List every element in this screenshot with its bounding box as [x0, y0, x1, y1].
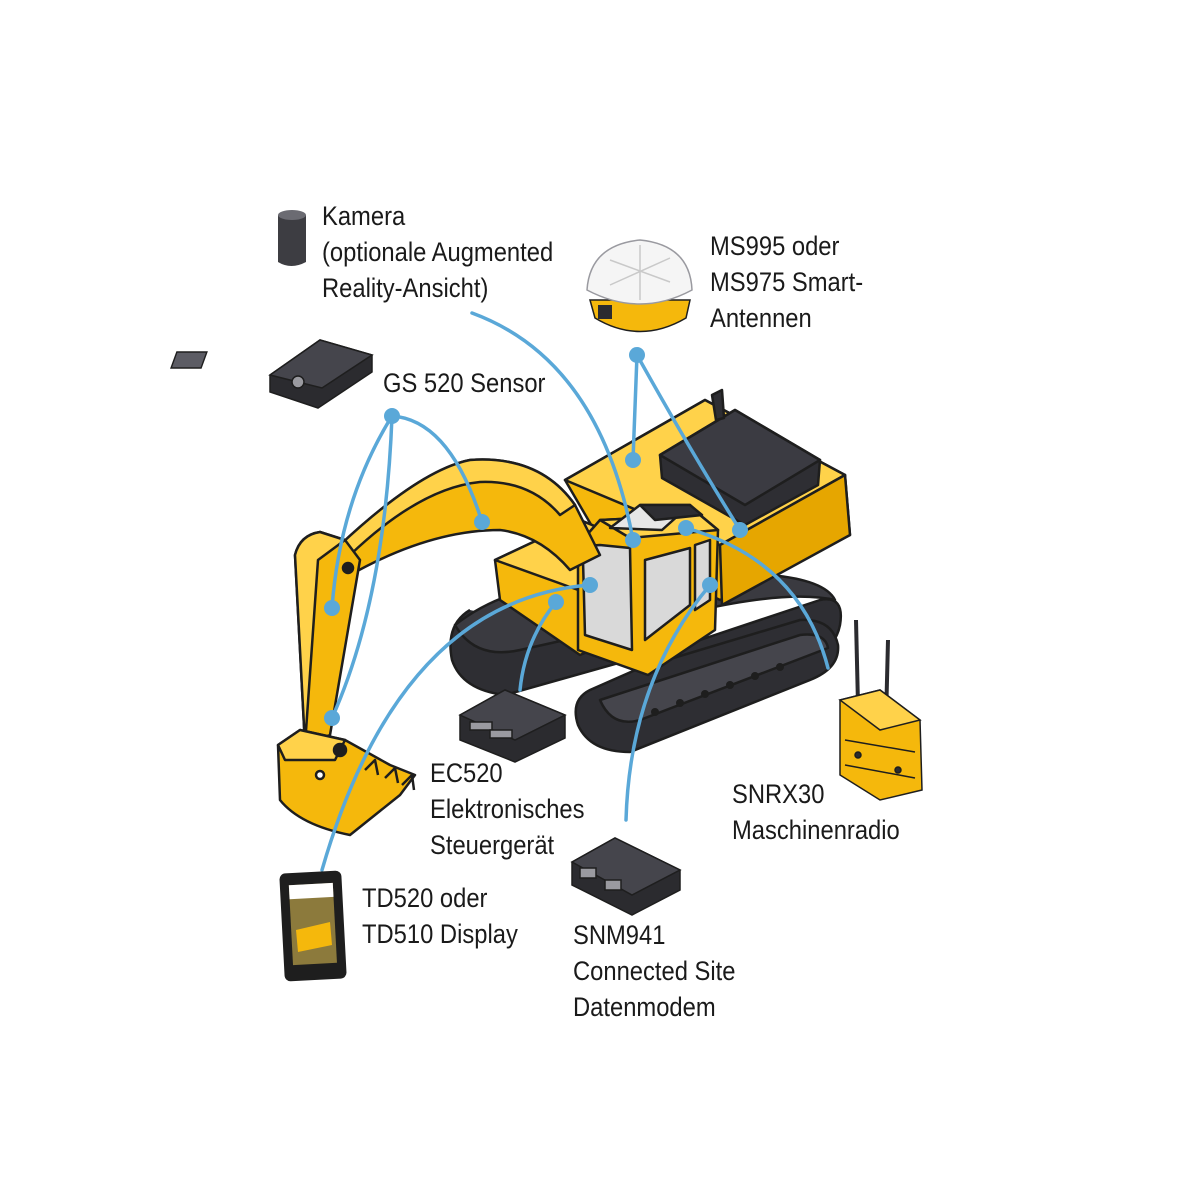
snm941-label: SNM941 Connected Site Datenmodem	[573, 917, 735, 1025]
ms995-label-line: Antennen	[710, 303, 812, 333]
td520-label: TD520 oder TD510 Display	[362, 880, 518, 952]
connector-lines	[320, 311, 830, 872]
td520-label-line: TD520 oder	[362, 883, 488, 913]
connector-dot	[625, 452, 641, 468]
gs520-label-line: GS 520 Sensor	[383, 368, 546, 398]
track-rollers	[651, 663, 784, 716]
snm941-label-line: Connected Site	[573, 956, 736, 986]
snrx30-label-line: Maschinenradio	[732, 815, 900, 845]
gnss-antenna-icon	[586, 239, 693, 333]
connector-dot	[702, 577, 718, 593]
ms995-label-line: MS995 oder	[710, 231, 840, 261]
connector-dot	[678, 520, 694, 536]
display-tablet-icon	[279, 870, 347, 982]
excavator	[276, 388, 852, 837]
modem-icon	[570, 837, 682, 916]
connector-gs520-stick	[330, 414, 394, 610]
ec520-label-line: EC520	[430, 758, 503, 788]
connector-gs520-boom	[390, 414, 484, 524]
bucket	[276, 728, 417, 837]
td520-label-line: TD510 Display	[362, 919, 518, 949]
connector-gs520-bucket	[330, 414, 394, 720]
connector-camera	[470, 311, 635, 542]
connector-td520	[320, 583, 592, 872]
connector-ec520	[518, 600, 558, 692]
stick	[293, 530, 362, 747]
connector-dot	[324, 600, 340, 616]
connector-dot	[732, 522, 748, 538]
camera-label-line: Kamera	[322, 201, 406, 231]
snm941-label-line: SNM941	[573, 920, 666, 950]
connector-dot	[474, 514, 490, 530]
connector-snrx30	[684, 526, 830, 670]
camera-label-line: Reality-Ansicht)	[322, 273, 489, 303]
ec520-label-line: Steuergerät	[430, 830, 555, 860]
connector-dots	[324, 347, 748, 726]
connector-dot	[629, 347, 645, 363]
connector-dot	[548, 594, 564, 610]
tilt-sensor-icon	[170, 339, 374, 409]
radio-icon	[838, 619, 923, 801]
camera-label: Kamera (optionale Augmented Reality-Ansi…	[322, 198, 553, 306]
snm941-label-line: Datenmodem	[573, 992, 716, 1022]
control-box-icon	[458, 689, 567, 763]
connector-antenna-right	[635, 353, 742, 532]
snrx30-label: SNRX30 Maschinenradio	[732, 776, 900, 848]
ec520-label: EC520 Elektronisches Steuergerät	[430, 755, 585, 863]
connector-dot	[324, 710, 340, 726]
camera-label-line: (optionale Augmented	[322, 237, 554, 267]
ms995-label-line: MS975 Smart-	[710, 267, 864, 297]
connector-dot	[384, 408, 400, 424]
ec520-label-line: Elektronisches	[430, 794, 585, 824]
gs520-label: GS 520 Sensor	[383, 365, 545, 401]
connector-dot	[582, 577, 598, 593]
snrx30-label-line: SNRX30	[732, 779, 825, 809]
connector-snm941	[624, 583, 712, 822]
connector-antenna-left	[631, 353, 639, 462]
boom	[338, 458, 602, 577]
camera-icon	[278, 210, 306, 266]
connector-dot	[625, 532, 641, 548]
ms995-label: MS995 oder MS975 Smart- Antennen	[710, 228, 863, 336]
cab	[576, 503, 720, 677]
